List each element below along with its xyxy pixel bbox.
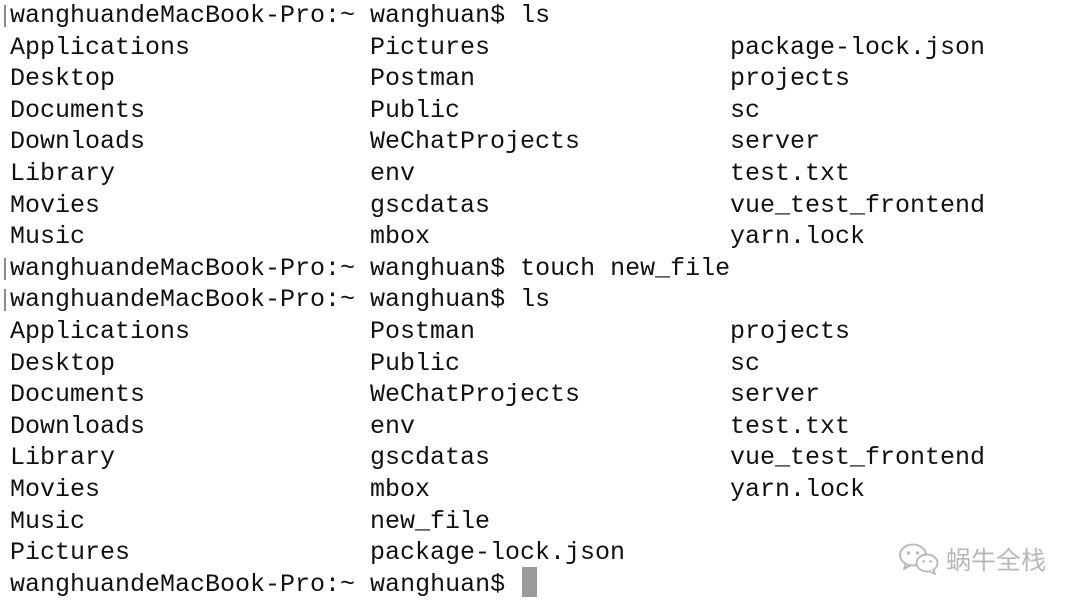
file-name: package-lock.json [370, 538, 626, 568]
file-name: mbox [370, 222, 431, 252]
file-name: test.txt [730, 411, 851, 441]
file-name: Desktop [10, 348, 116, 378]
file-name: Downloads [10, 411, 146, 441]
file-name: Pictures [370, 32, 491, 62]
prompt-line: wanghuandeMacBook-Pro:~ wanghuan$ ls [4, 0, 551, 32]
prompt-mark [4, 289, 6, 312]
command-text: ls [520, 1, 551, 30]
file-name: test.txt [730, 159, 851, 188]
watermark: 蜗牛全栈 [898, 541, 1046, 577]
command-text: touch new_file [520, 253, 731, 283]
file-name: Music [10, 506, 86, 536]
file-name: Public [370, 348, 461, 378]
prompt-text: wanghuandeMacBook-Pro:~ wanghuan$ [10, 253, 521, 283]
command-text: ls [520, 285, 551, 315]
file-name: WeChatProjects [370, 127, 581, 157]
file-name: yarn.lock [730, 475, 866, 504]
file-name: Documents [10, 95, 146, 125]
file-name: Library [10, 443, 116, 473]
active-prompt-line: wanghuandeMacBook-Pro:~ wanghuan$ [10, 567, 538, 601]
file-name: projects [730, 317, 851, 346]
file-name: Library [10, 159, 116, 188]
file-name: gscdatas [370, 443, 491, 473]
file-name: projects [730, 64, 851, 94]
file-name: Applications [10, 32, 191, 62]
file-name: server [730, 380, 821, 410]
prompt-text: wanghuandeMacBook-Pro:~ wanghuan$ [10, 1, 521, 30]
prompt-line: wanghuandeMacBook-Pro:~ wanghuan$ ls [4, 284, 551, 316]
file-name: Documents [10, 380, 146, 410]
file-name: sc [730, 95, 761, 125]
file-name: Pictures [10, 538, 131, 568]
prompt-line: wanghuandeMacBook-Pro:~ wanghuan$ touch … [4, 253, 731, 285]
prompt-text: wanghuandeMacBook-Pro:~ wanghuan$ [10, 285, 521, 315]
file-name: mbox [370, 475, 431, 504]
file-name: WeChatProjects [370, 380, 581, 410]
file-name: Movies [10, 475, 101, 504]
file-name: new_file [370, 506, 491, 536]
file-name: Postman [370, 64, 476, 94]
file-name: Applications [10, 317, 191, 346]
prompt-mark [4, 5, 6, 27]
file-name: env [370, 159, 416, 188]
file-name: server [730, 127, 821, 157]
wechat-icon [898, 542, 940, 576]
watermark-text: 蜗牛全栈 [945, 546, 1046, 575]
file-name: vue_test_frontend [730, 190, 986, 220]
file-name: sc [730, 348, 761, 378]
file-name: package-lock.json [730, 32, 986, 62]
file-name: Public [370, 95, 461, 125]
file-name: Music [10, 222, 86, 252]
file-name: env [370, 411, 416, 441]
file-name: yarn.lock [730, 222, 866, 252]
file-name: Desktop [10, 64, 116, 94]
text-cursor[interactable] [522, 567, 538, 598]
file-name: Movies [10, 190, 101, 220]
file-name: gscdatas [370, 190, 491, 220]
prompt-text: wanghuandeMacBook-Pro:~ wanghuan$ [10, 569, 521, 599]
prompt-mark [4, 257, 6, 280]
file-name: Postman [370, 317, 476, 346]
file-name: vue_test_frontend [730, 443, 986, 473]
file-name: Downloads [10, 127, 146, 157]
